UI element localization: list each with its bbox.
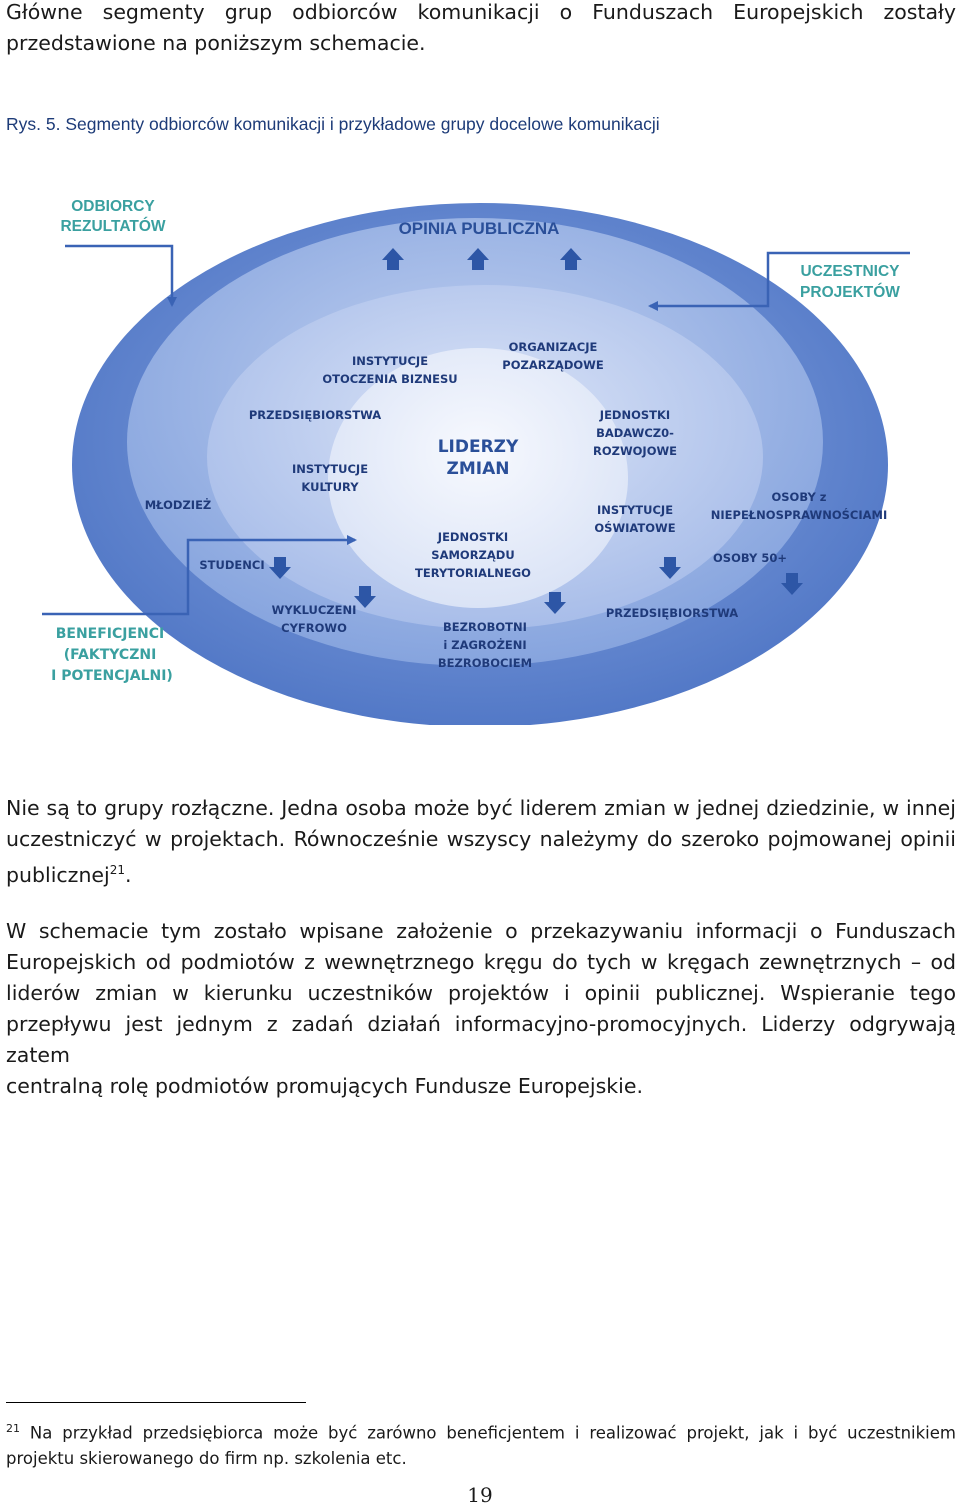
intro-paragraph: Główne segmenty grup odbiorców komunikac…	[6, 0, 956, 59]
label-osoby-niepelnosprawne-2: NIEPEŁNOSPRAWNOŚCIAMI	[711, 507, 888, 522]
paragraph-2-line-4: przepływu jest jednym z zadań działań in…	[6, 1012, 956, 1067]
label-bezrobotni-2: i ZAGROŻENI	[443, 637, 526, 652]
down-arrow-icon	[544, 592, 566, 614]
flow-arrows	[269, 248, 803, 614]
down-arrow-icon	[781, 573, 803, 595]
label-jednostki-samorzadu-2: SAMORZĄDU	[431, 548, 514, 562]
label-uczestnicy-projektow-2: PROJEKTÓW	[800, 283, 900, 301]
paragraph-1-line-1: Nie są to grupy rozłączne. Jedna osoba m…	[6, 796, 956, 820]
up-arrow-icon	[382, 248, 404, 270]
label-liderzy-zmian-2: ZMIAN	[447, 459, 510, 479]
communication-segments-diagram: ODBIORCY REZULTATÓW OPINIA PUBLICZNA UCZ…	[42, 198, 910, 725]
footnote-line-1: 21 Na przykład przedsiębiorca może być z…	[6, 1416, 956, 1446]
down-arrow-icon	[354, 586, 376, 608]
label-wykluczeni-cyfrowo-2: CYFROWO	[281, 621, 347, 635]
up-arrow-icon	[560, 248, 582, 270]
down-arrow-icon	[659, 557, 681, 579]
label-jednostki-samorzadu: JEDNOSTKI	[437, 530, 508, 544]
label-instytucje-kultury: INSTYTUCJE	[292, 462, 368, 476]
label-organizacje-pozarzadowe: ORGANIZACJE	[509, 340, 598, 354]
label-beneficjenci-2: (FAKTYCZNI	[64, 647, 157, 663]
label-jednostki-badawczo-rozwojowe-3: ROZWOJOWE	[593, 444, 677, 458]
label-studenci: STUDENCI	[199, 558, 264, 572]
label-przedsiebiorstwa-outer: PRZEDSIĘBIORSTWA	[606, 606, 738, 620]
label-beneficjenci-3: I POTENCJALNI)	[51, 668, 173, 684]
label-instytucje-otoczenia-biznesu-2: OTOCZENIA BIZNESU	[322, 372, 457, 386]
label-jednostki-samorzadu-3: TERYTORIALNEGO	[415, 566, 531, 580]
paragraph-1-line-3: publicznej21.	[6, 855, 956, 891]
label-bezrobotni-3: BEZROBOCIEM	[438, 656, 532, 670]
paragraph-2-line-1: W schemacie tym zostało wpisane założeni…	[6, 919, 956, 943]
connector-odbiorcy	[65, 244, 177, 307]
footnote: 21 Na przykład przedsiębiorca może być z…	[6, 1416, 956, 1471]
connector-uczestnicy	[648, 251, 910, 311]
label-osoby-50plus: OSOBY 50+	[713, 551, 787, 565]
connector-beneficjenci	[42, 538, 205, 616]
label-bezrobotni: BEZROBOTNI	[443, 620, 527, 634]
intro-line-2: przedstawione na poniższym schemacie.	[6, 31, 426, 55]
label-liderzy-zmian: LIDERZY	[438, 437, 519, 457]
paragraph-2-line-3: liderów zmian w kierunku uczestników pro…	[6, 981, 956, 1005]
label-osoby-niepelnosprawne: OSOBY z	[772, 490, 827, 504]
paragraph-1-line-3-text: publicznej	[6, 862, 110, 887]
label-odbiorcy-rezultatow: ODBIORCY	[71, 198, 155, 215]
label-organizacje-pozarzadowe-2: POZARZĄDOWE	[502, 358, 604, 372]
label-opinia-publiczna: OPINIA PUBLICZNA	[399, 219, 560, 238]
paragraph-2: W schemacie tym zostało wpisane założeni…	[6, 916, 956, 1102]
down-arrow-icon	[269, 557, 291, 579]
label-instytucje-oswiatowe-2: OŚWIATOWE	[594, 520, 675, 535]
paragraph-1: Nie są to grupy rozłączne. Jedna osoba m…	[6, 793, 956, 891]
intro-line-1: Główne segmenty grup odbiorców komunikac…	[6, 0, 956, 24]
label-beneficjenci: BENEFICJENCI	[56, 626, 165, 642]
figure-caption: Rys. 5. Segmenty odbiorców komunikacji i…	[6, 114, 660, 134]
page-number: 19	[467, 1483, 493, 1507]
label-instytucje-otoczenia-biznesu: INSTYTUCJE	[352, 354, 428, 368]
label-przedsiebiorstwa-inner: PRZEDSIĘBIORSTWA	[249, 408, 381, 422]
footnote-text-1: Na przykład przedsiębiorca może być zaró…	[29, 1423, 956, 1443]
paragraph-2-line-5: centralną rolę podmiotów promujących Fun…	[6, 1074, 643, 1098]
label-wykluczeni-cyfrowo: WYKLUCZENI	[272, 603, 357, 617]
footnote-line-2: projektu skierowanego do firm np. szkole…	[6, 1448, 407, 1468]
up-arrow-icon	[467, 248, 489, 270]
label-uczestnicy-projektow: UCZESTNICY	[800, 263, 900, 280]
paragraph-1-line-3-end: .	[125, 862, 132, 887]
label-instytucje-kultury-2: KULTURY	[301, 480, 359, 494]
label-instytucje-oswiatowe: INSTYTUCJE	[597, 503, 673, 517]
paragraph-1-line-2: uczestniczyć w projektach. Równocześnie …	[6, 827, 956, 851]
label-odbiorcy-rezultatow-2: REZULTATÓW	[60, 217, 165, 235]
paragraph-2-line-2: Europejskich od podmiotów z wewnętrznego…	[6, 950, 956, 974]
label-jednostki-badawczo-rozwojowe-2: BADAWCZ0-	[596, 426, 674, 440]
core-change-leaders	[328, 348, 628, 608]
footnote-number: 21	[6, 1422, 20, 1435]
footnote-separator	[6, 1402, 306, 1403]
label-jednostki-badawczo-rozwojowe: JEDNOSTKI	[599, 408, 670, 422]
footnote-reference: 21	[109, 863, 126, 877]
label-mlodziez: MŁODZIEŻ	[145, 497, 212, 512]
